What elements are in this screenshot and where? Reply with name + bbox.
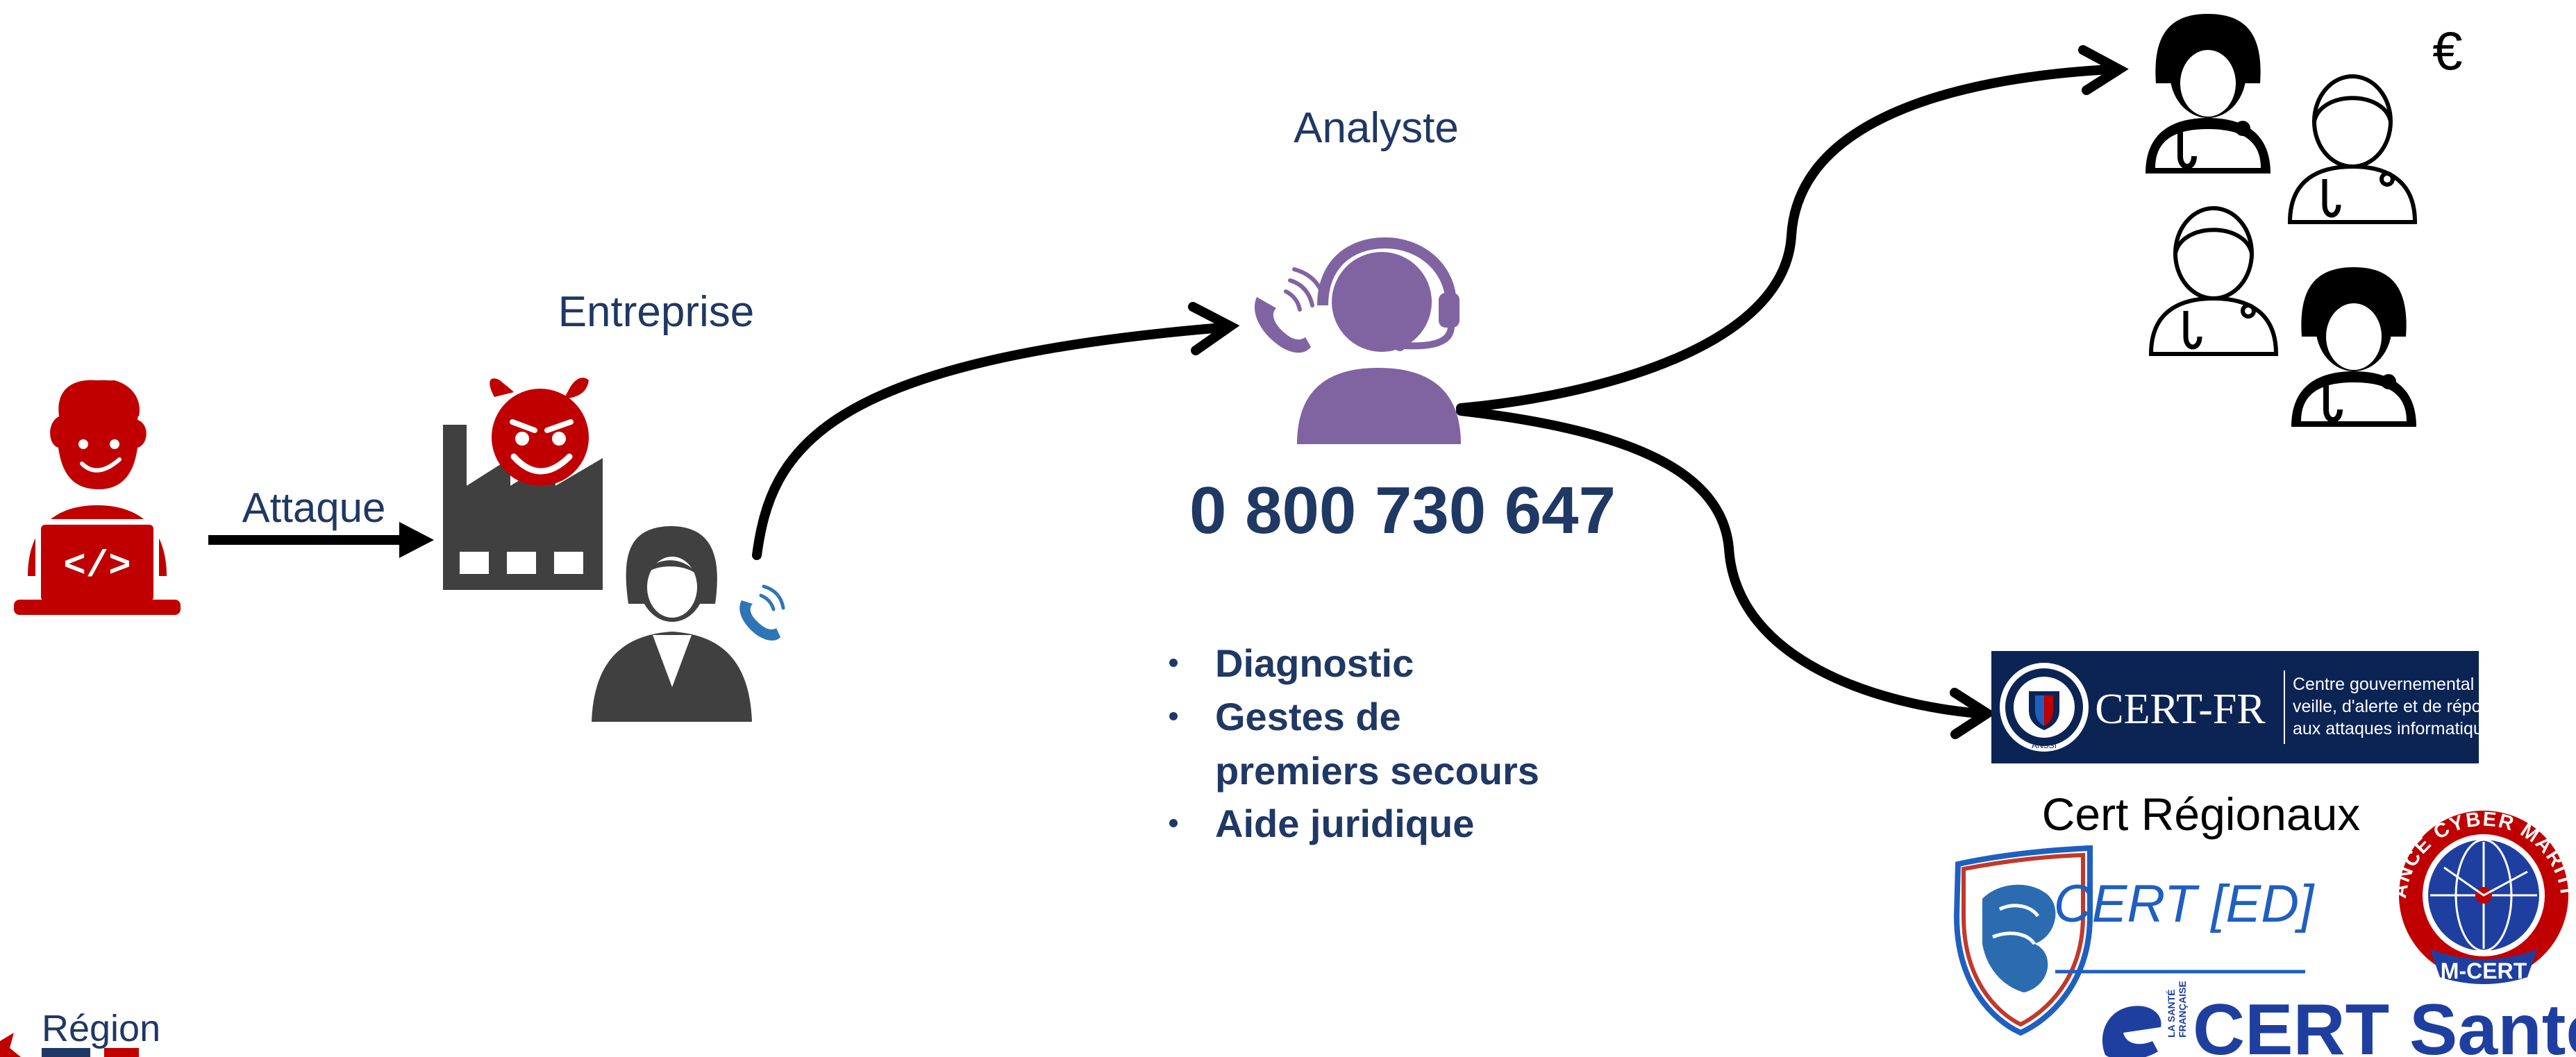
cert-fr-tagline: Centre gouvernemental de (2293, 675, 2498, 694)
doctor-woman-icon (2148, 206, 2279, 356)
attack-arrow (208, 522, 434, 558)
phone-call-icon (739, 584, 785, 641)
services-list: Diagnostic Gestes de premiers secours Ai… (1169, 641, 1539, 845)
cert-sante-side: LA SANTÉ (2166, 990, 2177, 1038)
woman-employee-icon (592, 526, 752, 722)
service-item: premiers secours (1215, 749, 1539, 793)
analyst-label: Analyste (1294, 104, 1459, 152)
service-item: Aide juridique (1215, 802, 1474, 845)
region-label: Région (42, 1008, 160, 1049)
cert-fr-tagline: aux attaques informatiques (2293, 719, 2501, 738)
arrow-to-doctors (1456, 65, 2116, 413)
doctor-woman-icon (2287, 74, 2418, 224)
cert-fr-seal: ANSSI (2032, 741, 2057, 750)
cert-ed-logo: CERT [ED] (1953, 845, 2315, 1036)
m-cert-name: M-CERT (2441, 958, 2527, 983)
cert-ed-name: CERT [ED] (2054, 874, 2315, 933)
cert-fr-logo: ANSSI CERT-FR Centre gouvernemental de v… (1991, 651, 2509, 763)
cert-sante-logo: LA SANTÉ FRANÇAISE CERT Santé (2102, 981, 2576, 1057)
cert-regional-label: Cert Régionaux (2042, 788, 2361, 840)
cert-sante-side: FRANÇAISE (2177, 981, 2188, 1038)
arrow-to-cert (1456, 406, 1984, 718)
doctor-woman-icon (2291, 267, 2416, 427)
arrow-to-analyst (752, 323, 1227, 560)
euro-icon: € (2432, 20, 2462, 81)
company-label: Entreprise (558, 288, 755, 336)
devil-face-icon (490, 378, 589, 486)
doctor-woman-icon (2146, 14, 2270, 174)
cert-fr-tagline: veille, d'alerte et de réponse (2293, 697, 2509, 716)
cert-fr-name: CERT-FR (2095, 686, 2266, 733)
service-item: Gestes de (1215, 695, 1401, 738)
region-logo: Région (0, 1008, 160, 1057)
cert-sante-name: CERT Santé (2193, 990, 2576, 1057)
attack-label: Attaque (242, 484, 386, 531)
phone-number: 0 800 730 647 (1189, 473, 1616, 548)
svg-text:</>: </> (63, 546, 131, 588)
hacker-laptop-icon: </> (14, 380, 181, 615)
factory-icon (443, 425, 603, 590)
service-item: Diagnostic (1215, 641, 1414, 685)
analyst-headset-icon (1254, 237, 1461, 444)
